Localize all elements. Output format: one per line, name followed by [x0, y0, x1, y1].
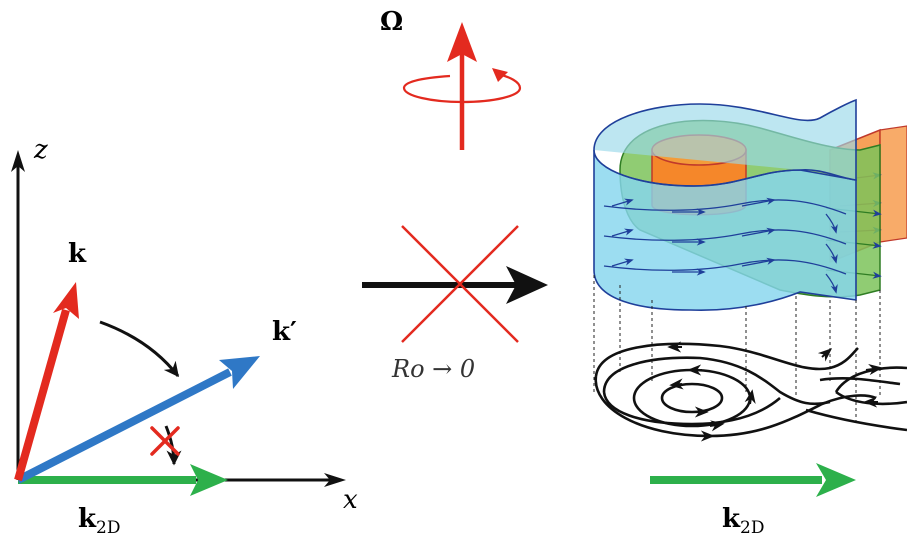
x-axis-arrowhead [324, 473, 346, 487]
rotation-k-to-kprime-arrow [99, 320, 180, 378]
x-axis-label: x [343, 485, 358, 515]
z-axis-label: z [33, 135, 48, 165]
wavevector-diagram: z x k2D k′ k [11, 135, 358, 538]
counterclockwise-rotation-arrow-icon [402, 68, 522, 104]
streamline-2 [603, 229, 847, 245]
k2d-flow-arrowhead [816, 463, 856, 497]
rossby-limit-transition: Ro → 0 [362, 225, 548, 383]
z-axis-arrowhead [11, 150, 25, 172]
forbidden-cross [401, 225, 519, 343]
transition-arrowhead [506, 266, 548, 304]
k-prime-vector-arrowhead [219, 356, 260, 389]
forbidden-transfer-arrow [164, 425, 182, 466]
omega-label: Ω [380, 7, 403, 37]
rotation-axis-arrowhead [447, 22, 477, 62]
k-vector-arrowhead [53, 282, 79, 319]
k2d-vector-arrowhead [190, 464, 228, 496]
red-cross-icon [150, 426, 180, 456]
rossby-limit-label: Ro → 0 [391, 355, 475, 383]
k2d-label-left: k2D [78, 504, 120, 538]
k2d-label-right: k2D [722, 504, 764, 538]
columnar-structures: k2D [593, 98, 907, 538]
planar-streamline-arrows [667, 341, 883, 442]
streamline-3 [603, 259, 847, 275]
k-label: k [68, 239, 87, 269]
cyan-sheet [593, 98, 857, 312]
streamline-1 [603, 199, 847, 215]
rotation-indicator: Ω [380, 7, 522, 150]
k-prime-vector [16, 368, 232, 484]
outer-streamline [594, 342, 859, 377]
planar-streamlines [594, 342, 907, 438]
k-prime-label: k′ [272, 317, 297, 347]
k-vector [14, 308, 70, 482]
